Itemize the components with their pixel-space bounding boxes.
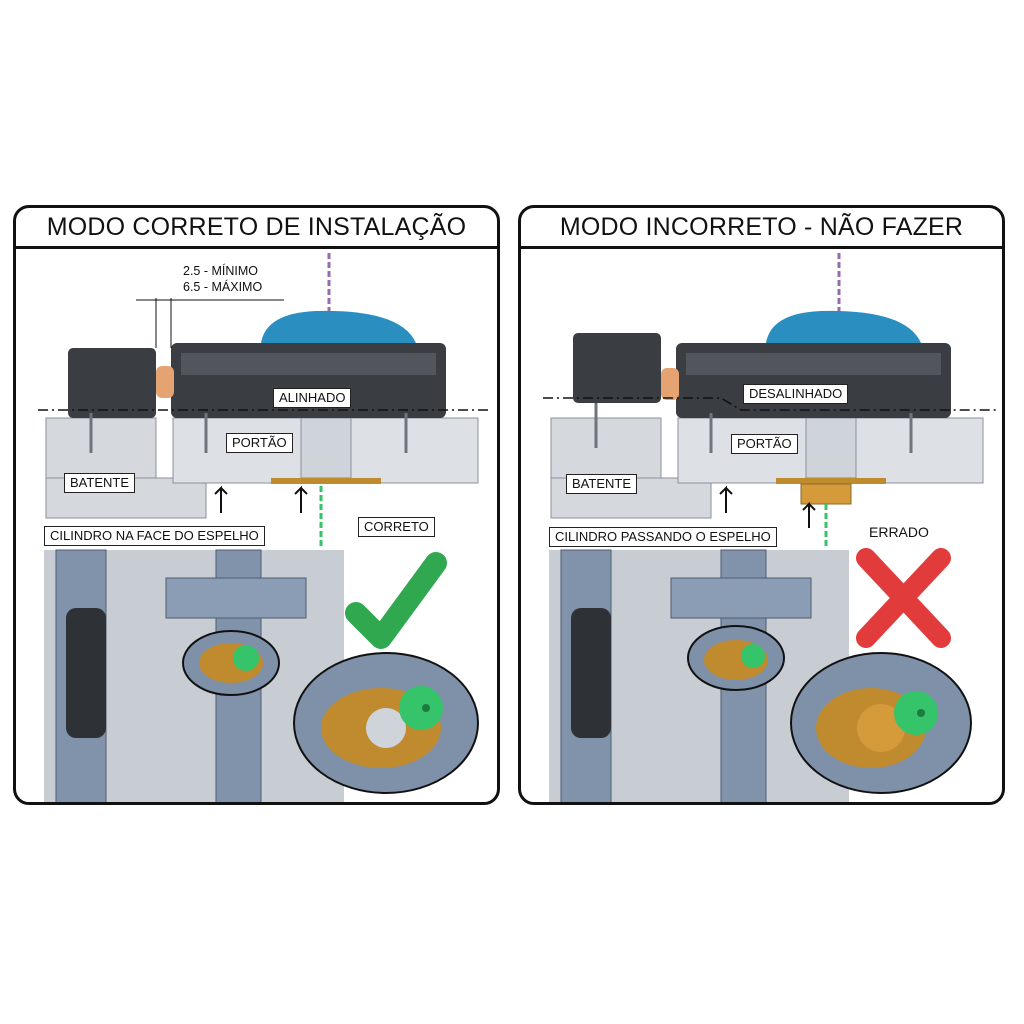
cylinder-body — [300, 417, 352, 479]
protruding-cylinder — [800, 483, 852, 505]
incorrect-installation-diagram — [543, 253, 996, 802]
lock-photo — [66, 608, 106, 738]
up-arrow-icon — [214, 485, 228, 513]
verdict-label: CORRETO — [358, 517, 435, 537]
lock-button — [261, 310, 416, 343]
door-label: PORTÃO — [731, 434, 798, 454]
check-icon — [345, 552, 447, 649]
door-label: PORTÃO — [226, 433, 293, 453]
lock-face-highlight — [686, 353, 941, 375]
key-small — [741, 644, 765, 668]
cylinder-large — [857, 704, 905, 752]
key-large — [894, 691, 938, 735]
frame-label: BATENTE — [64, 473, 135, 493]
strike-receiver — [68, 348, 156, 418]
lock-face-highlight — [181, 353, 436, 375]
cylinder-label: CILINDRO PASSANDO O ESPELHO — [549, 527, 777, 547]
roller-bolt — [156, 366, 174, 398]
x-icon — [856, 548, 951, 648]
up-arrow-icon — [294, 485, 308, 513]
spec-max-label: 6.5 - MÁXIMO — [183, 280, 263, 294]
misalignment-line — [543, 397, 996, 411]
strike-receiver — [573, 333, 661, 403]
escutcheon-plate — [271, 478, 381, 484]
up-arrow-icon — [802, 501, 816, 528]
roller-bolt — [661, 368, 679, 400]
lock-button — [766, 310, 921, 343]
key-hole — [422, 704, 430, 712]
gate-crossbar — [165, 577, 307, 619]
cylinder-body — [805, 417, 857, 479]
escutcheon-plate — [776, 478, 886, 484]
cylinder-label: CILINDRO NA FACE DO ESPELHO — [44, 526, 265, 546]
key-large — [399, 686, 443, 730]
incorrect-installation-panel: MODO INCORRETO - NÃO FAZER — [518, 205, 1005, 805]
key-small — [233, 645, 259, 671]
correct-installation-diagram — [38, 253, 491, 802]
up-arrow-icon — [719, 485, 733, 513]
frame-label: BATENTE — [566, 474, 637, 494]
key-hole — [917, 709, 925, 717]
lock-photo — [571, 608, 611, 738]
lock-status-label: DESALINHADO — [743, 384, 849, 404]
panel-title: MODO INCORRETO - NÃO FAZER — [521, 208, 1002, 249]
spec-min-label: 2.5 - MÍNIMO — [183, 264, 259, 278]
verdict-label: ERRADO — [869, 524, 929, 540]
panel-title: MODO CORRETO DE INSTALAÇÃO — [16, 208, 497, 249]
gate-crossbar — [670, 577, 812, 619]
cylinder-large — [366, 708, 406, 748]
lock-status-label: ALINHADO — [273, 388, 352, 408]
correct-installation-panel: MODO CORRETO DE INSTALAÇÃO — [13, 205, 500, 805]
